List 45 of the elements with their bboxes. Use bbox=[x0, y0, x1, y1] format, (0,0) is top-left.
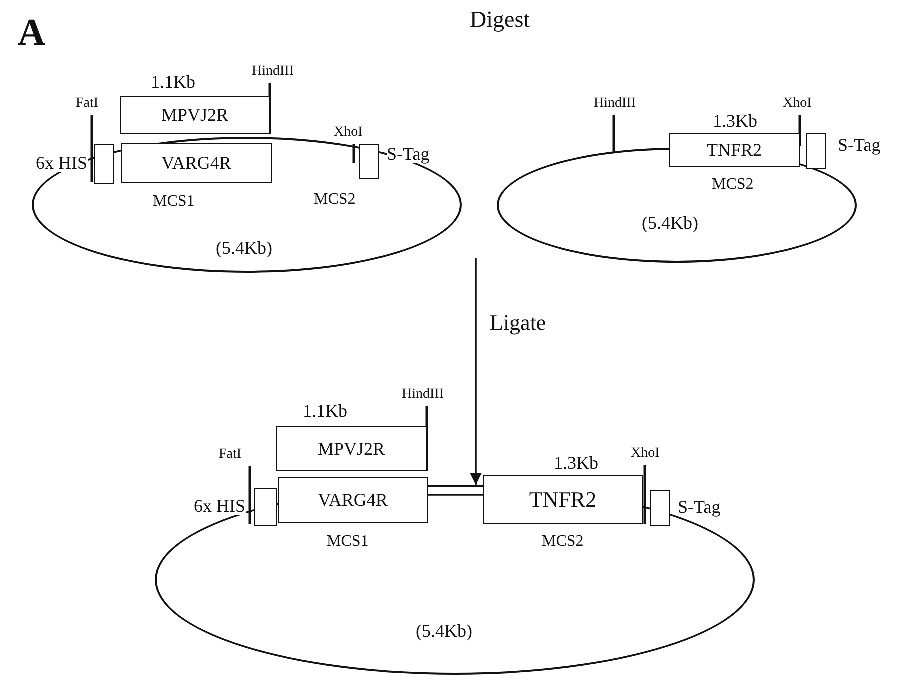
restriction-site-tick bbox=[426, 406, 428, 471]
gene-label: MPVJ2R bbox=[161, 106, 229, 124]
plasmid-size: (5.4Kb) bbox=[642, 214, 698, 232]
fragment-size: 1.1Kb bbox=[303, 402, 348, 420]
restriction-site: XhoI bbox=[334, 125, 366, 141]
tag-label: 6x HIS bbox=[36, 154, 88, 172]
tag-label: S-Tag bbox=[838, 136, 881, 154]
site-label: MCS1 bbox=[153, 194, 195, 210]
gene-label: TNFR2 bbox=[706, 141, 762, 159]
restriction-site-tick bbox=[644, 465, 646, 524]
restriction-site: FatI bbox=[219, 447, 249, 463]
plasmid-size: (5.4Kb) bbox=[416, 622, 472, 640]
dna-backbone bbox=[428, 494, 483, 496]
restriction-site: HindIII bbox=[402, 387, 452, 403]
tag-label: 6x HIS bbox=[194, 497, 246, 515]
edge-label: Ligate bbox=[490, 312, 546, 334]
arrow bbox=[470, 258, 482, 485]
restriction-site: FatI bbox=[76, 96, 106, 112]
gene-label: VARG4R bbox=[162, 154, 232, 172]
gene-label: MPVJ2R bbox=[318, 440, 386, 458]
site-label: MCS1 bbox=[327, 534, 369, 550]
restriction-site: XhoI bbox=[783, 96, 815, 112]
step-heading: Digest bbox=[470, 8, 530, 31]
tag-label: S-Tag bbox=[678, 498, 721, 516]
restriction-site: XhoI bbox=[631, 446, 663, 462]
site-label: MCS2 bbox=[542, 534, 584, 550]
panel-letter: A bbox=[18, 14, 46, 52]
fragment-size: 1.3Kb bbox=[554, 454, 598, 472]
restriction-site-tick bbox=[248, 466, 252, 524]
site-label: MCS2 bbox=[712, 177, 754, 193]
restriction-site-tick bbox=[268, 83, 272, 134]
restriction-site-tick bbox=[90, 115, 94, 182]
restriction-site-tick bbox=[352, 144, 356, 163]
fragment-size: 1.1Kb bbox=[151, 73, 196, 91]
restriction-site: HindIII bbox=[594, 96, 644, 112]
gene-label: VARG4R bbox=[318, 491, 388, 509]
plasmid-ring bbox=[32, 137, 462, 273]
restriction-site-tick bbox=[798, 115, 802, 146]
gene-label: TNFR2 bbox=[529, 488, 597, 510]
restriction-site-tick bbox=[612, 115, 616, 153]
site-label: MCS2 bbox=[314, 192, 356, 208]
tag-label: S-Tag bbox=[387, 145, 430, 163]
restriction-site: HindIII bbox=[252, 64, 302, 80]
fragment-size: 1.3Kb bbox=[713, 112, 758, 130]
plasmid-size: (5.4Kb) bbox=[216, 239, 272, 257]
